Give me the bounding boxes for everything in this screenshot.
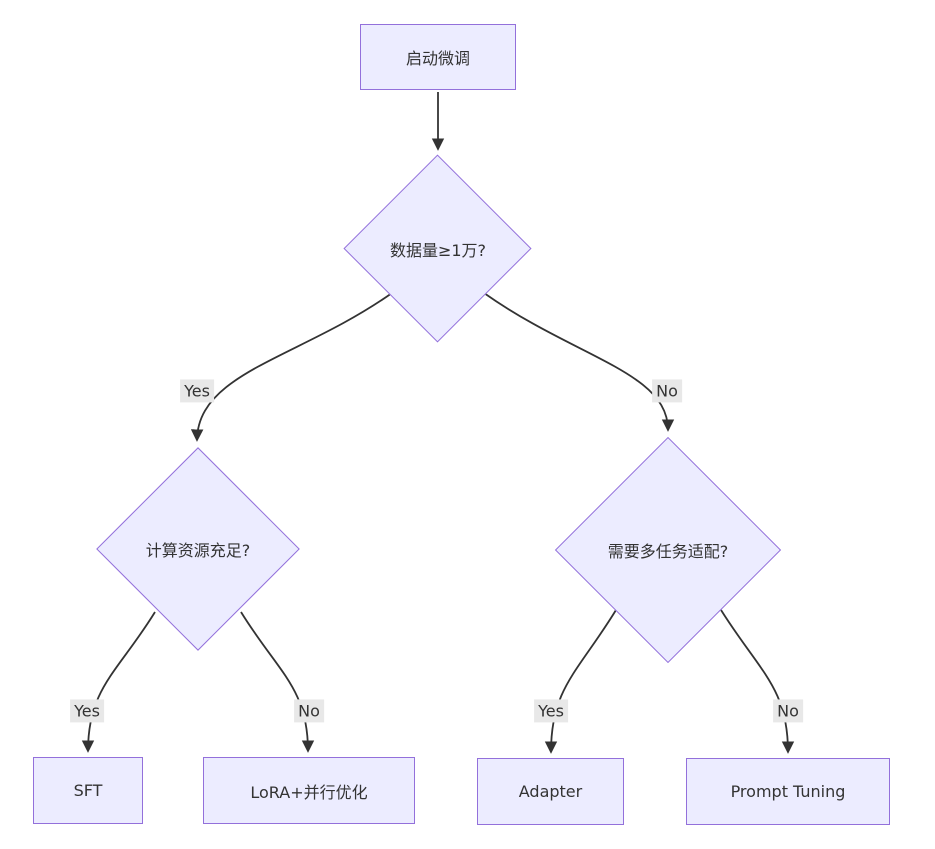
node-prompt-tuning: Prompt Tuning	[686, 758, 890, 825]
edge-compute-check-no	[240, 611, 315, 753]
node-sft: SFT	[33, 757, 143, 824]
edge-label-yes-multitask: Yes	[534, 699, 568, 723]
edge-data-check-no	[483, 292, 675, 432]
edge-label-yes-compute: Yes	[70, 699, 104, 723]
node-lora: LoRA+并行优化	[203, 757, 415, 824]
edge-multitask-check-no	[720, 609, 795, 754]
edge-label-no-multitask: No	[773, 699, 803, 723]
diamond-compute-check-label: 计算资源充足?	[145, 541, 251, 560]
node-adapter: Adapter	[477, 758, 624, 825]
edge-compute-check-yes	[81, 611, 156, 753]
node-start: 启动微调	[360, 24, 516, 90]
diamond-multitask-check-label: 需要多任务适配?	[607, 542, 729, 561]
edge-label-no-top-right: No	[652, 379, 682, 403]
edge-label-yes-top-left: Yes	[180, 379, 214, 403]
edge-multitask-check-yes	[544, 609, 617, 754]
diamond-data-check-label: 数据量≥1万?	[389, 241, 487, 260]
edge-data-check-yes	[190, 292, 393, 442]
edge-label-no-compute: No	[294, 699, 324, 723]
